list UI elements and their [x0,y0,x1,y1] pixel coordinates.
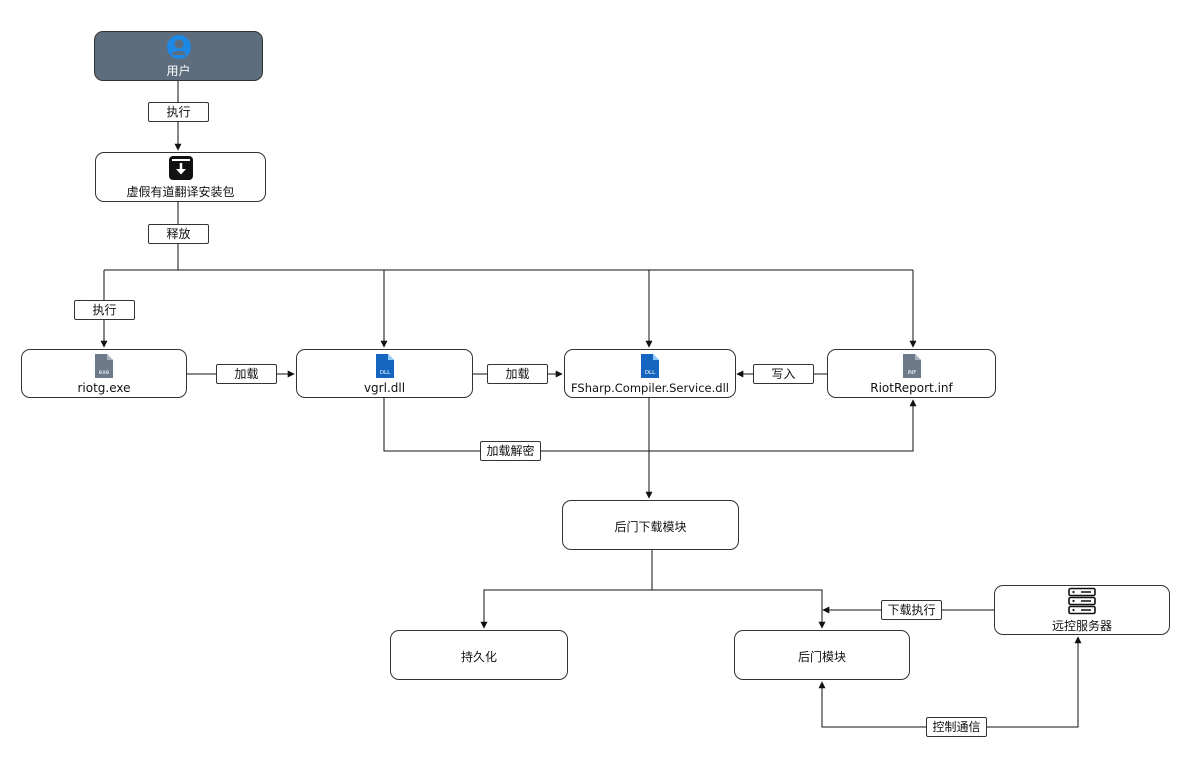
node-backdoor[interactable]: 后门模块 [734,630,910,680]
node-backdoor-label: 后门模块 [797,649,846,664]
dll-icon-text: DLL [379,370,390,376]
edge-label-execute-2: 执行 [74,300,135,320]
node-remote-server-label: 远控服务器 [1051,618,1112,633]
node-user-label: 用户 [166,63,191,78]
inf-icon-text: INF [907,370,916,376]
edge-label-load-1: 加载 [216,364,277,384]
edge-label-write: 写入 [753,364,814,384]
node-fsharp[interactable]: DLL FSharp.Compiler.Service.dll [564,349,736,398]
edge-label-execute-1: 执行 [148,102,209,122]
node-user[interactable]: 用户 [94,31,263,81]
edge-downloader-split [480,550,653,629]
dll-icon-text-2: DLL [645,370,656,376]
edge-label-load-decrypt: 加载解密 [480,441,541,461]
node-riotg-label: riotg.exe [77,380,131,395]
dll-file-icon: DLL [641,353,659,378]
server-icon [1068,587,1096,614]
node-riotreport[interactable]: INF RiotReport.inf [827,349,996,398]
edge-label-download-execute: 下载执行 [881,600,942,620]
node-fsharp-label: FSharp.Compiler.Service.dll [571,380,729,395]
exe-icon-text: exe [99,369,110,376]
user-avatar-icon [166,34,191,59]
edge-label-control-comm: 控制通信 [926,717,987,737]
node-riotreport-label: RiotReport.inf [870,380,953,395]
edge-label-release: 释放 [148,224,209,244]
node-vgrl[interactable]: DLL vgrl.dll [296,349,473,398]
node-vgrl-label: vgrl.dll [363,380,406,395]
node-backdoor-downloader-label: 后门下载模块 [614,519,687,534]
download-box-icon [168,155,193,180]
node-persistence[interactable]: 持久化 [390,630,568,680]
node-remote-server[interactable]: 远控服务器 [994,585,1170,635]
node-backdoor-downloader[interactable]: 后门下载模块 [562,500,739,550]
edge-label-load-2: 加载 [487,364,548,384]
node-installer-label: 虚假有道翻译安装包 [126,184,235,199]
node-riotg[interactable]: exe riotg.exe [21,349,187,398]
node-installer[interactable]: 虚假有道翻译安装包 [95,152,266,202]
dll-file-icon: DLL [375,353,394,378]
edge-downloader-backdoor [652,589,826,629]
exe-file-icon: exe [95,353,113,378]
node-persistence-label: 持久化 [460,649,497,664]
inf-file-icon: INF [902,353,921,378]
